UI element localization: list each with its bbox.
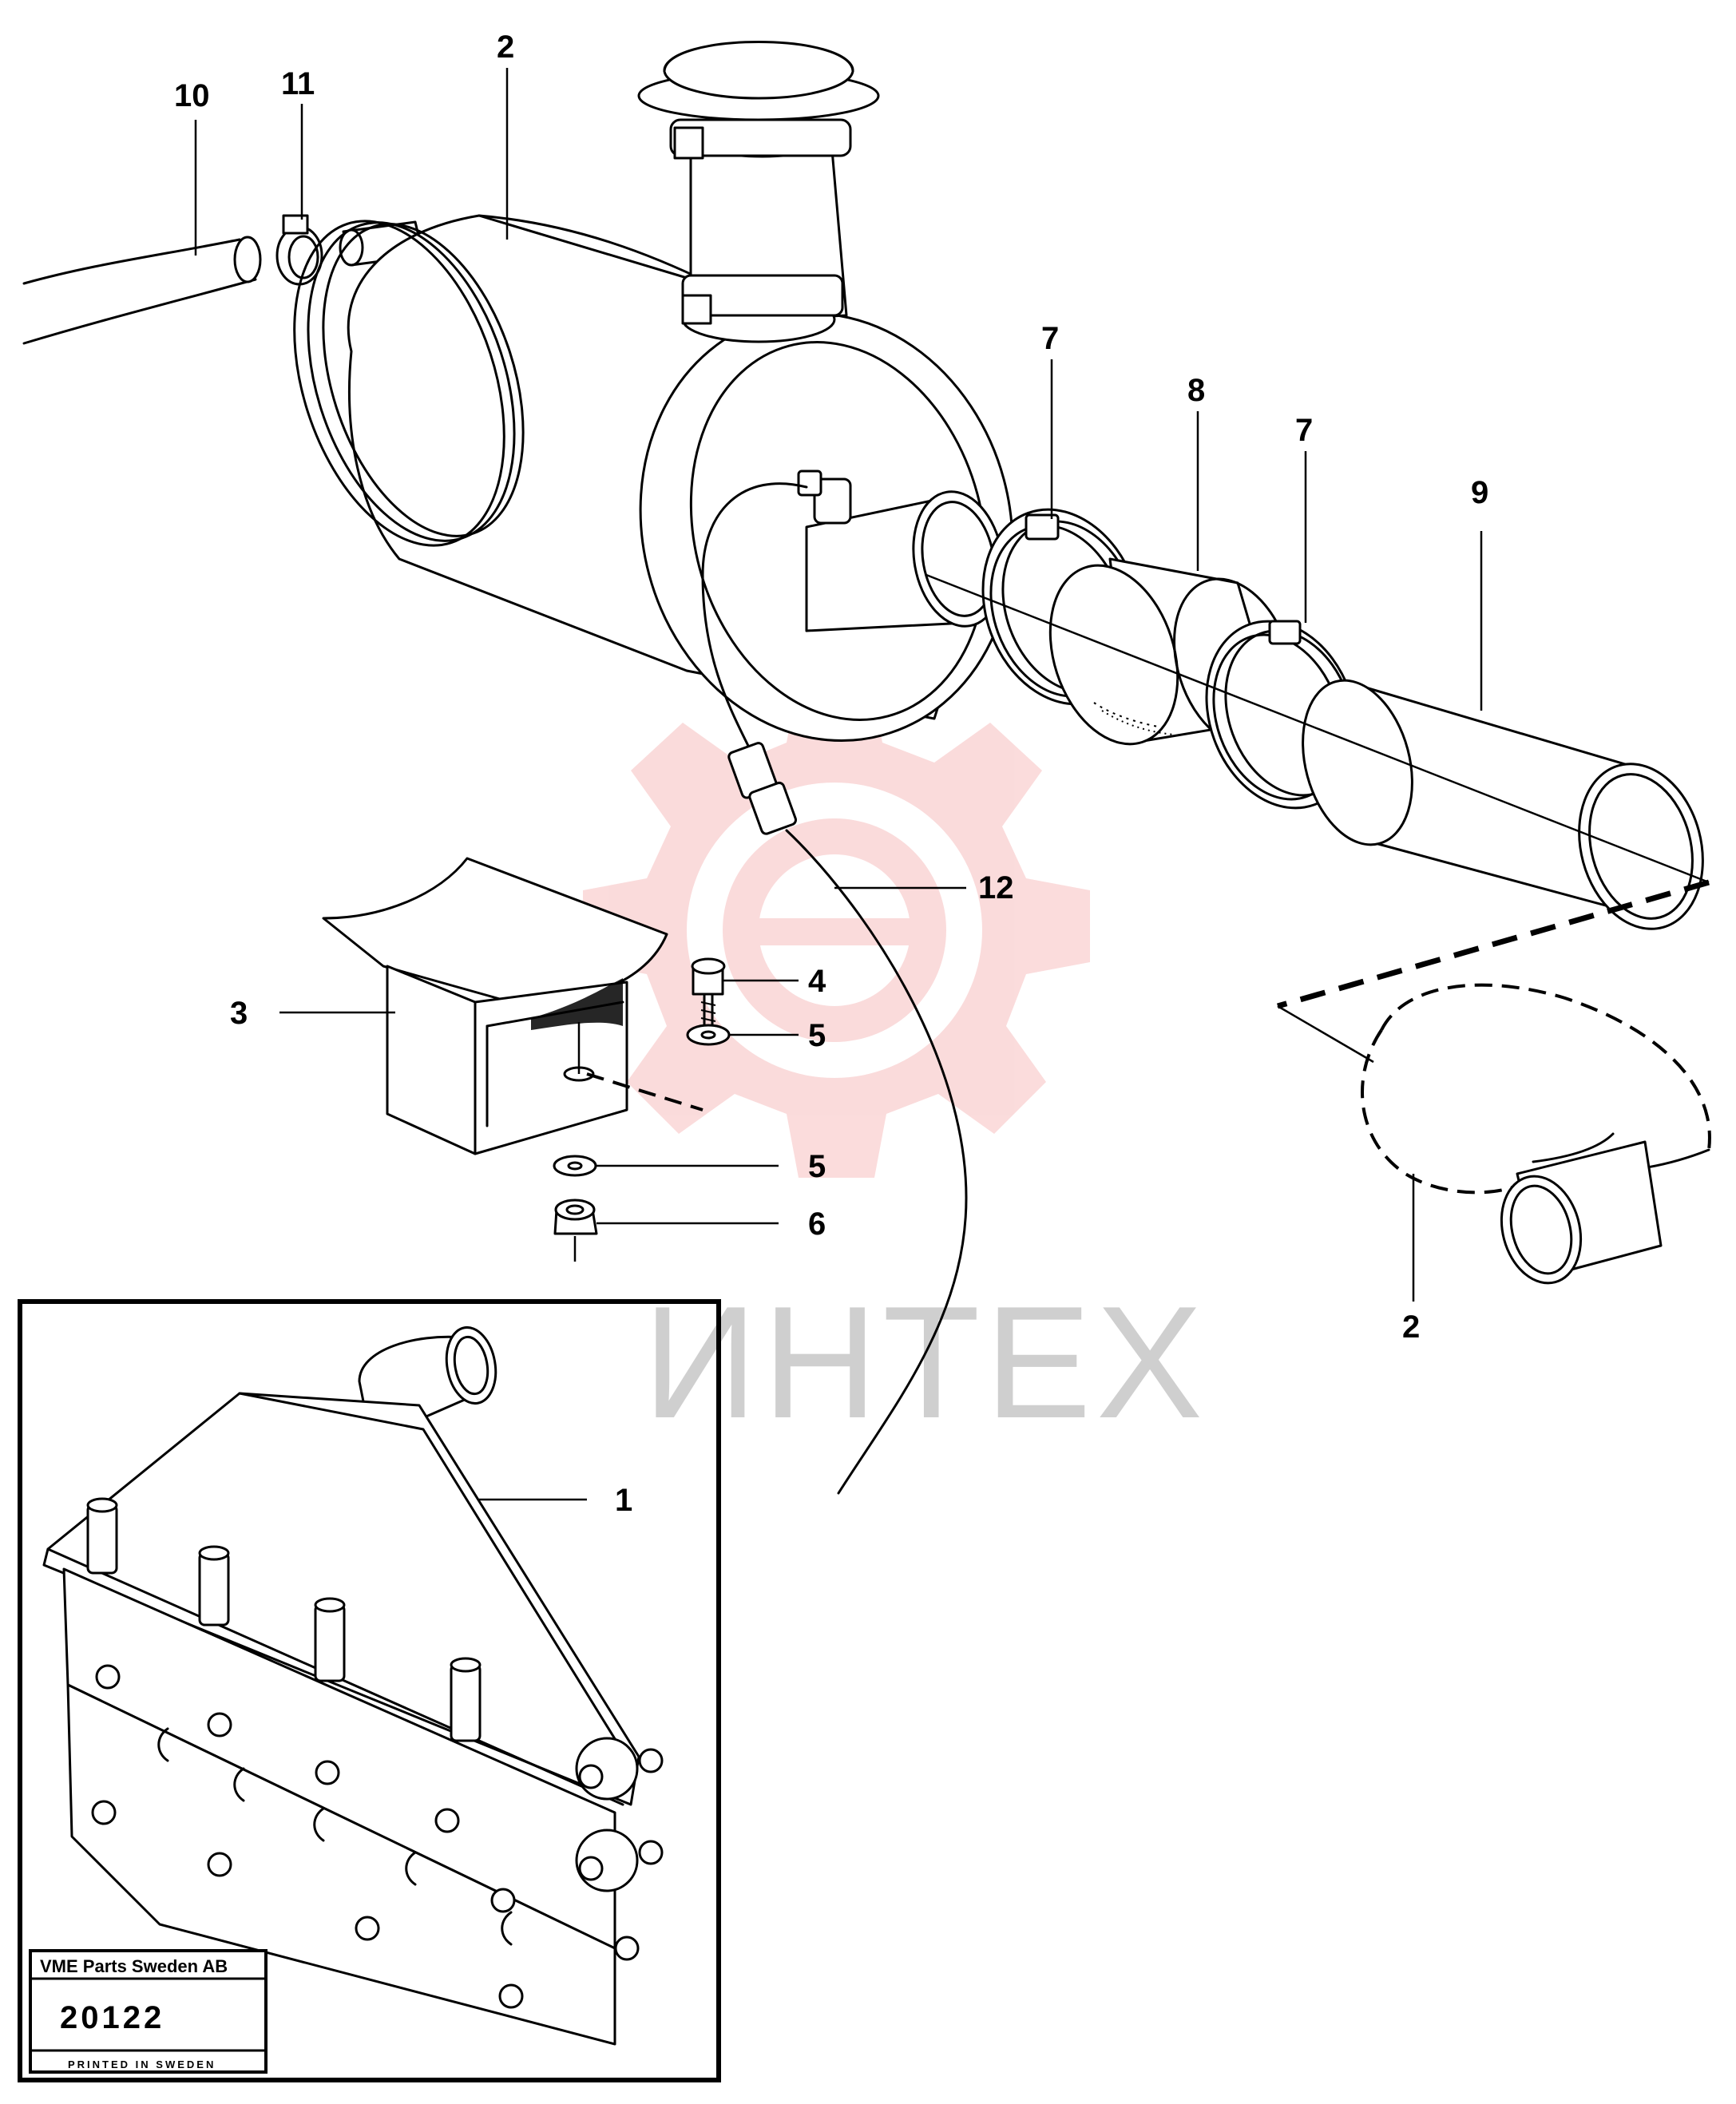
inset-box: VME Parts Sweden AB 20122 PRINTED IN SWE… xyxy=(18,1299,721,2082)
assembly-thin-line xyxy=(1277,1004,1374,1064)
watermark-gear-logo xyxy=(583,679,1090,1178)
assembly-dashed-line xyxy=(1277,879,1710,1009)
callout-3: 3 xyxy=(230,996,248,1031)
callout-5-lower: 5 xyxy=(808,1149,826,1184)
pre-cleaner-tower xyxy=(637,41,880,343)
title-block: VME Parts Sweden AB 20122 PRINTED IN SWE… xyxy=(29,1949,268,2074)
part-1-engine xyxy=(42,1325,664,2046)
part-10-hose xyxy=(22,236,262,345)
part-6-nut xyxy=(553,1199,598,1262)
callout-6: 6 xyxy=(808,1207,826,1242)
title-block-company: VME Parts Sweden AB xyxy=(40,1956,228,1976)
watermark-gear xyxy=(583,679,1090,1178)
engine-ports xyxy=(157,1727,513,1946)
watermark-text: ИНТЕХ xyxy=(643,1274,1207,1452)
part-9-pipe xyxy=(925,573,1710,930)
callout-1: 1 xyxy=(615,1483,632,1518)
part-5-washer-lower xyxy=(553,1155,597,1177)
title-block-number: 20122 xyxy=(60,2000,164,2035)
callout-11: 11 xyxy=(281,66,315,101)
part-2-air-cleaner xyxy=(293,214,1014,743)
callout-10: 10 xyxy=(174,78,210,113)
callout-9: 9 xyxy=(1471,475,1488,510)
part-3-bracket xyxy=(322,857,668,1155)
callout-2-bottom: 2 xyxy=(1402,1310,1420,1345)
title-block-printed: PRINTED IN SWEDEN xyxy=(68,2058,216,2070)
callout-4: 4 xyxy=(808,964,826,999)
engine-cover-bolts xyxy=(86,1497,482,1742)
callout-labels: 2 10 11 7 8 7 9 12 3 4 5 5 6 2 1 xyxy=(174,30,1488,1518)
engine-side-bolts xyxy=(91,1664,640,2009)
watermark-ring xyxy=(687,783,982,1078)
part-2-elbow-hose xyxy=(1361,983,1711,1285)
part-5-washer-upper xyxy=(686,1024,731,1046)
part-4-bolt xyxy=(691,957,726,1028)
callout-leaders xyxy=(194,68,1483,1501)
bolt-dashed-line xyxy=(586,1072,704,1111)
part-12-cable xyxy=(701,482,968,1495)
callout-8: 8 xyxy=(1187,373,1205,408)
callout-7-right: 7 xyxy=(1295,413,1313,448)
callout-12: 12 xyxy=(978,870,1014,905)
callout-5-upper: 5 xyxy=(808,1018,826,1053)
callout-2-top: 2 xyxy=(497,30,514,65)
callout-7-left: 7 xyxy=(1041,321,1059,356)
